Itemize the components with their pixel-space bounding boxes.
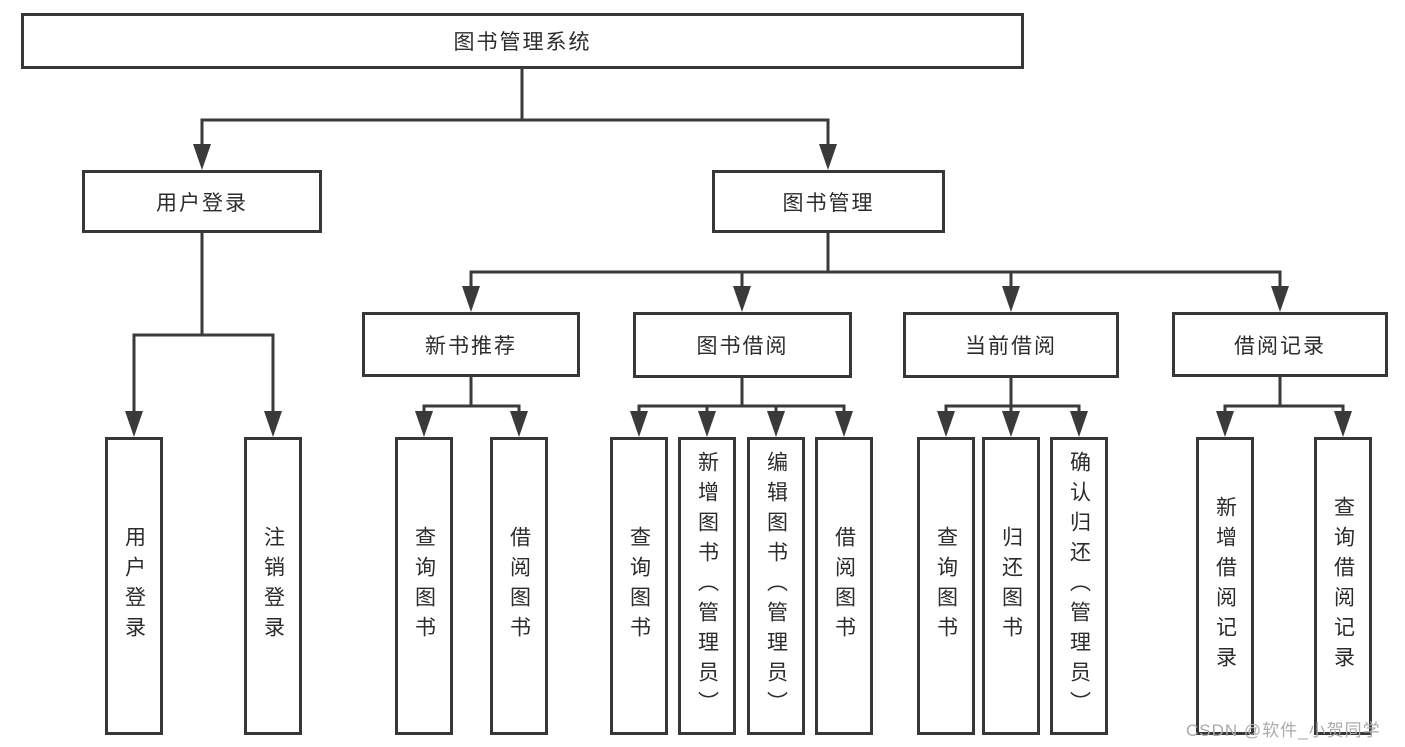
leaf-query-books-current: 查询图书 [917, 437, 975, 735]
leaf-user-login: 用户登录 [105, 437, 163, 735]
leaf-query-books-borrow: 查询图书 [610, 437, 668, 735]
csdn-watermark: CSDN @软件_小贺同学 [1186, 721, 1381, 740]
leaf-query-books-recommend: 查询图书 [395, 437, 453, 735]
node-current-borrowing: 当前借阅 [903, 312, 1119, 378]
node-borrowing-records: 借阅记录 [1172, 312, 1388, 377]
leaf-edit-book-admin: 编辑图书（管理员） [747, 437, 805, 735]
node-book-management: 图书管理 [712, 170, 945, 233]
leaf-return-book: 归还图书 [982, 437, 1040, 735]
node-new-book-recommendation: 新书推荐 [362, 312, 580, 377]
node-user-login: 用户登录 [82, 170, 322, 233]
leaf-logout: 注销登录 [244, 437, 302, 735]
leaf-confirm-return-admin: 确认归还（管理员） [1050, 437, 1108, 735]
leaf-query-borrow-record: 查询借阅记录 [1314, 437, 1372, 735]
node-library-management-system: 图书管理系统 [21, 13, 1024, 69]
node-book-borrowing: 图书借阅 [633, 312, 852, 378]
leaf-borrow-books-borrow: 借阅图书 [815, 437, 873, 735]
leaf-add-borrow-record: 新增借阅记录 [1196, 437, 1254, 735]
arrow-down-icons [125, 144, 1352, 437]
leaf-add-book-admin: 新增图书（管理员） [678, 437, 736, 735]
leaf-borrow-books-recommend: 借阅图书 [490, 437, 548, 735]
